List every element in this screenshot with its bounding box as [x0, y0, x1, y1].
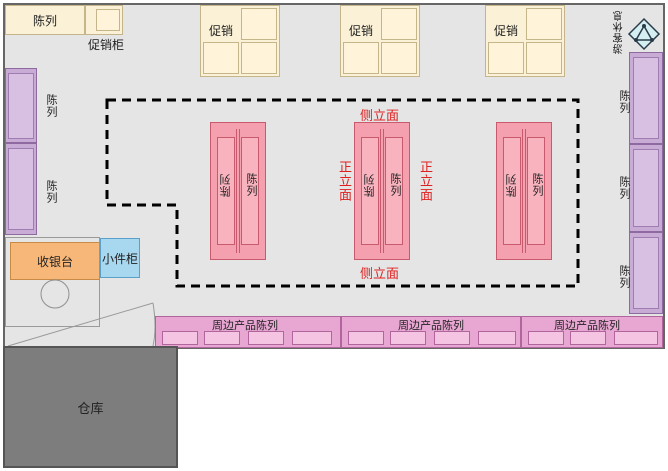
peripheral-cell	[434, 331, 470, 345]
promo-label-1: 促销	[209, 24, 234, 38]
warehouse: 仓库	[3, 346, 178, 468]
promo-label-2: 促销	[349, 24, 374, 38]
island-shelf-left	[503, 137, 521, 245]
promo-cell	[203, 42, 239, 74]
cashier-desk: 收银台	[10, 242, 100, 280]
promo-cell	[488, 42, 524, 74]
island-shelf-left	[361, 137, 379, 245]
peripheral-cell	[162, 331, 198, 345]
island-label-right: 陈列	[389, 173, 402, 197]
peripheral-cell	[528, 331, 564, 345]
display-island-2: 陈列 陈列	[354, 122, 410, 260]
island-shelf-right	[527, 137, 545, 245]
front-face-left-label: 正立面	[336, 160, 351, 202]
top-left-display: 陈列	[5, 5, 85, 35]
peripheral-display-2: 周边产品陈列	[341, 316, 521, 348]
island-divider	[522, 129, 526, 253]
promo-cabinet-label: 促销柜	[88, 38, 125, 52]
entrance-swing	[7, 302, 156, 347]
island-shelf-right	[241, 137, 259, 245]
right-display-2	[629, 144, 663, 232]
cashier-label: 收银台	[36, 254, 73, 269]
top-left-display-label: 陈列	[32, 13, 57, 28]
promo-cell	[526, 8, 562, 40]
island-label-left: 陈列	[363, 173, 376, 197]
promo-cell	[381, 8, 417, 40]
island-label-right: 陈列	[531, 173, 544, 197]
island-divider	[380, 129, 384, 253]
right-display-label-1: 陈列	[618, 90, 631, 114]
island-divider	[236, 129, 240, 253]
right-display-3-inner	[633, 237, 659, 309]
warehouse-label: 仓库	[77, 401, 104, 417]
promo-cell	[241, 8, 277, 40]
promo-cell	[343, 42, 379, 74]
side-face-top-label: 侧立面	[360, 109, 400, 124]
promo-block-1: 促销	[200, 5, 280, 77]
peripheral-cell	[478, 331, 516, 345]
left-display-label-2: 陈列	[45, 180, 58, 204]
display-island-3: 陈列 陈列	[496, 122, 552, 260]
peripheral-display-3: 周边产品陈列	[521, 316, 663, 348]
right-display-label-3: 陈列	[618, 265, 631, 289]
left-display-upper	[5, 68, 37, 143]
island-label-left: 陈列	[505, 173, 518, 197]
promo-block-3: 促销	[485, 5, 565, 77]
peripheral-display-1: 周边产品陈列	[155, 316, 341, 348]
display-island-1: 陈列 陈列	[210, 122, 266, 260]
peripheral-cell	[390, 331, 426, 345]
right-display-3	[629, 232, 663, 314]
island-shelf-right	[385, 137, 403, 245]
promo-cabinet-cell	[96, 9, 120, 31]
peripheral-label-2: 周边产品陈列	[398, 319, 464, 332]
peripheral-label-3: 周边产品陈列	[554, 319, 620, 332]
promo-cell	[381, 42, 417, 74]
left-display-label-1: 陈列	[45, 94, 58, 118]
small-cabinet: 小件柜	[100, 238, 140, 278]
right-display-1-inner	[633, 57, 659, 139]
peripheral-cell	[570, 331, 606, 345]
small-cabinet-label: 小件柜	[101, 251, 138, 266]
island-label-right: 陈列	[245, 173, 258, 197]
front-face-right-label: 正立面	[417, 160, 432, 202]
promo-cell	[241, 42, 277, 74]
left-display-upper-inner	[8, 73, 34, 139]
peripheral-cell	[248, 331, 284, 345]
peripheral-label-1: 周边产品陈列	[212, 319, 278, 332]
right-display-2-inner	[633, 149, 659, 227]
peripheral-cell	[348, 331, 384, 345]
side-face-bottom-label: 侧立面	[360, 267, 400, 282]
peripheral-cell	[204, 331, 240, 345]
promo-cell	[526, 42, 562, 74]
promo-cabinet	[85, 5, 123, 35]
cashier-chair	[40, 279, 70, 309]
island-label-left: 陈列	[219, 173, 232, 197]
island-shelf-left	[217, 137, 235, 245]
right-display-label-2: 陈列	[618, 176, 631, 200]
right-display-1	[629, 52, 663, 144]
lounge-icon	[627, 17, 661, 51]
peripheral-cell	[614, 331, 658, 345]
promo-block-2: 促销	[340, 5, 420, 77]
peripheral-cell	[292, 331, 332, 345]
left-display-lower	[5, 143, 37, 235]
left-display-lower-inner	[8, 148, 34, 230]
promo-label-3: 促销	[494, 24, 519, 38]
